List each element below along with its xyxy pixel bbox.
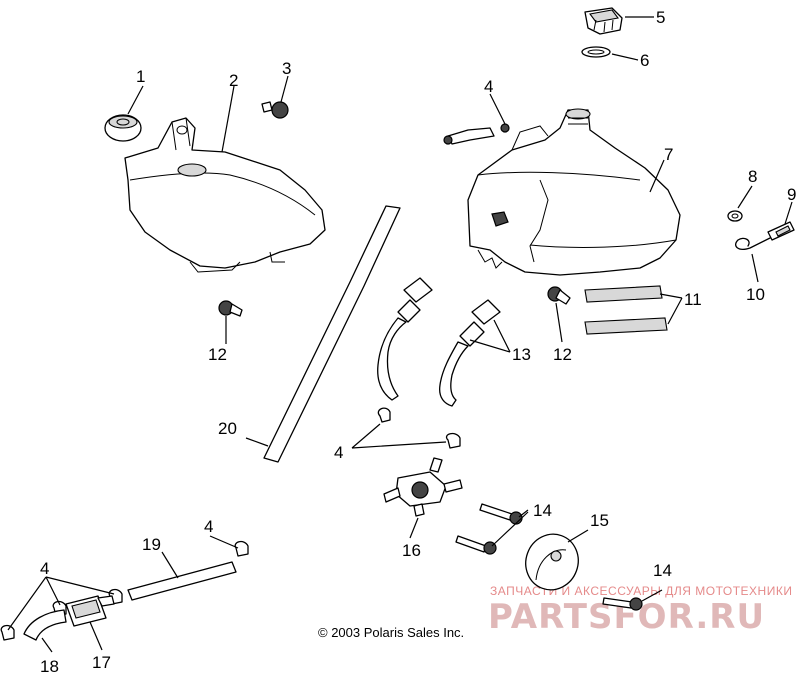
part-4-clamp-pair-mid <box>377 407 461 449</box>
part-6-cap-gasket <box>581 46 611 58</box>
part-8-grommet <box>727 210 743 222</box>
part-12-bolt-left <box>218 300 243 317</box>
callout-4-bottom: 4 <box>40 559 49 578</box>
part-4-clamp-hose <box>234 540 249 557</box>
part-17-fuel-filter <box>65 595 115 627</box>
callout-4-hose: 4 <box>204 517 213 536</box>
callout-12-right: 12 <box>553 345 572 364</box>
part-15-bezel <box>525 533 579 591</box>
part-4-clamp-top <box>443 123 510 145</box>
callout-18: 18 <box>40 657 59 676</box>
callout-labels: 1 2 3 4 5 6 7 8 9 10 11 12 12 13 4 20 14… <box>40 8 796 676</box>
callout-16: 16 <box>402 541 421 560</box>
callout-14-bottom: 14 <box>653 561 672 580</box>
callout-19: 19 <box>142 535 161 554</box>
part-1-grommet <box>104 114 142 142</box>
part-18-hose-elbow <box>23 609 67 641</box>
part-12-bolt-right <box>547 286 571 305</box>
callout-3: 3 <box>282 59 291 78</box>
part-20-fuel-line <box>263 205 401 463</box>
part-13-fuel-pickup-right <box>439 299 501 407</box>
part-3-bolt <box>261 101 289 119</box>
callout-1: 1 <box>136 67 145 86</box>
callout-14-upper: 14 <box>533 501 552 520</box>
callout-7: 7 <box>664 145 673 164</box>
part-10-retainer-hook <box>735 237 771 250</box>
callout-15: 15 <box>590 511 609 530</box>
callout-11: 11 <box>684 290 702 309</box>
callout-2: 2 <box>229 71 238 90</box>
copyright-notice: © 2003 Polaris Sales Inc. <box>318 625 464 640</box>
watermark-tagline: ЗАПЧАСТИ И АКСЕССУАРЫ ДЛЯ МОТОТЕХНИКИ <box>490 584 792 598</box>
part-5-fuel-cap <box>584 7 623 35</box>
part-14-screw-upper <box>479 503 523 525</box>
callout-12-left: 12 <box>208 345 227 364</box>
part-9-strap <box>767 221 795 241</box>
callout-5: 5 <box>656 8 665 27</box>
callout-13: 13 <box>512 345 531 364</box>
part-14-screw-lower <box>455 535 497 555</box>
callout-20: 20 <box>218 419 237 438</box>
callout-4-top: 4 <box>484 77 493 96</box>
callout-17: 17 <box>92 653 111 672</box>
part-14-screw-bottom <box>602 597 643 611</box>
callout-6: 6 <box>640 51 649 70</box>
part-13-fuel-pickup-left <box>377 277 433 401</box>
part-11-pads <box>584 285 668 335</box>
part-2-fuel-tank-left <box>124 117 326 273</box>
part-7-fuel-tank-right <box>467 108 681 276</box>
callout-9: 9 <box>787 185 796 204</box>
callout-4-mid: 4 <box>334 443 343 462</box>
part-16-fuel-valve <box>383 457 463 517</box>
part-19-hose <box>127 561 237 601</box>
leader-lines <box>7 16 793 653</box>
callout-10: 10 <box>746 285 765 304</box>
callout-8: 8 <box>748 167 757 186</box>
